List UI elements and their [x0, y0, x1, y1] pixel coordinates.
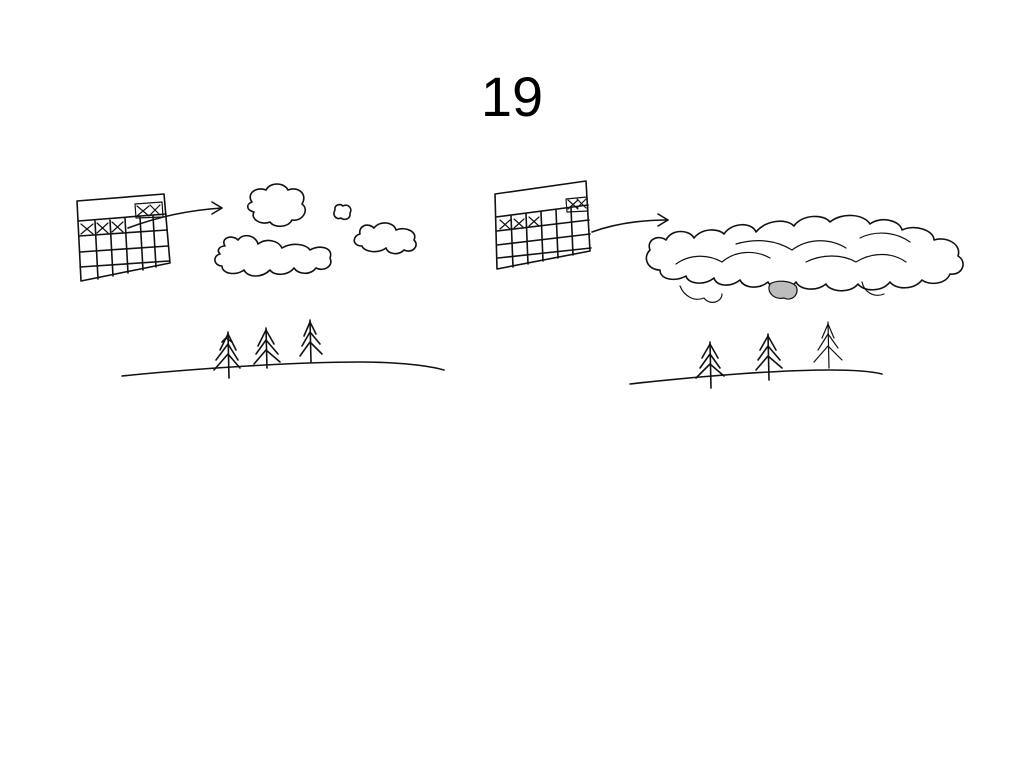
right-ground-line [629, 369, 883, 385]
cloud-icon [246, 183, 307, 228]
tree-icon [213, 331, 241, 379]
tree-icon [755, 333, 783, 381]
cloud-icon [214, 234, 332, 277]
right-trees [695, 321, 843, 389]
tree-icon [695, 341, 725, 389]
right-arrow-icon [591, 213, 669, 233]
right-storm-cloud [645, 214, 964, 303]
left-arrow-icon [127, 201, 223, 229]
right-calendar-icon [494, 180, 592, 270]
slide-number: 19 [480, 65, 544, 128]
tree-icon [253, 327, 281, 369]
tree-icon [299, 319, 323, 363]
left-calendar-icon [76, 193, 171, 282]
left-trees [213, 319, 323, 379]
left-scene [76, 183, 445, 379]
left-clouds [214, 183, 417, 277]
cloud-icon [353, 222, 417, 255]
cloud-icon [333, 203, 352, 221]
cloud-icon [645, 214, 964, 292]
tree-icon [813, 321, 843, 369]
left-ground-line [121, 361, 445, 377]
right-scene [494, 180, 964, 389]
